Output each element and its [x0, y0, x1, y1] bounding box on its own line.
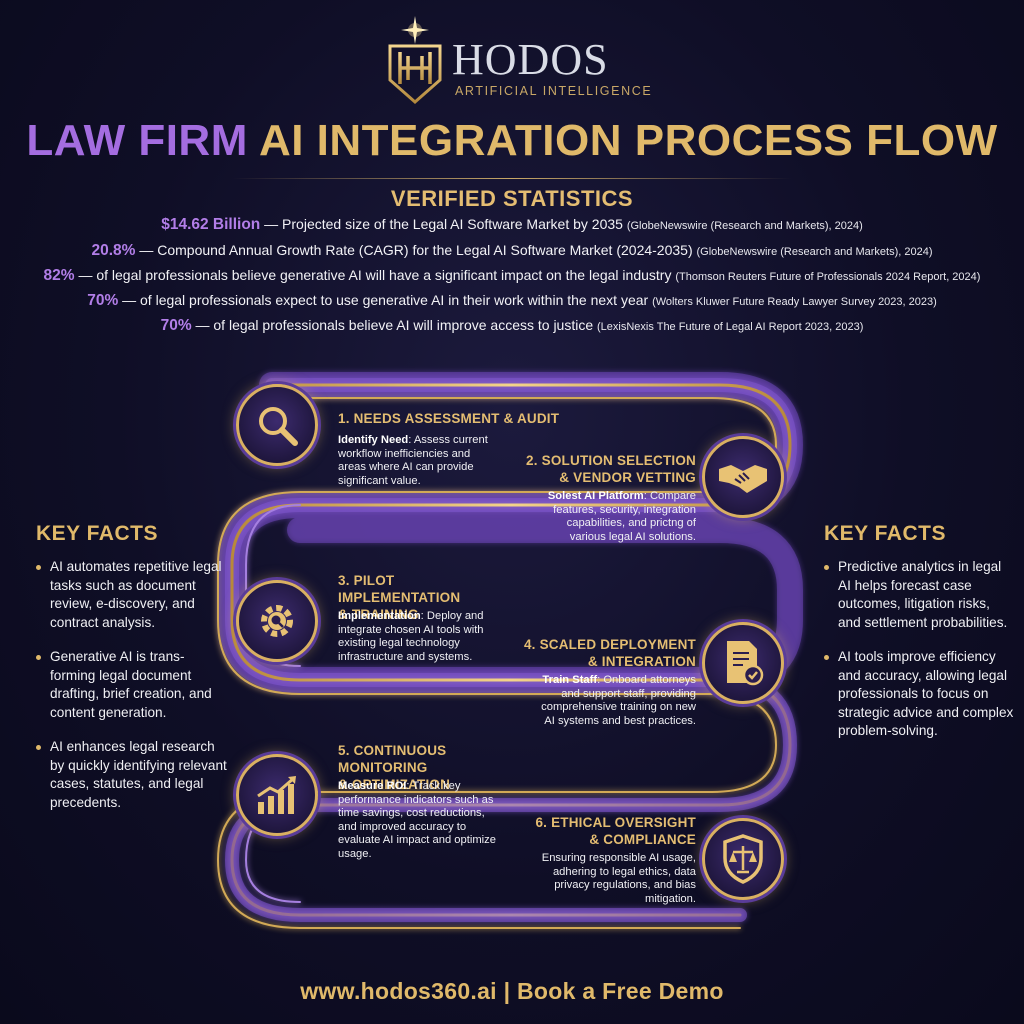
step-6-title-line-2: & COMPLIANCE: [589, 832, 696, 847]
step-1-text: : Assess current workflow inefficiencies…: [338, 434, 488, 487]
step-4-title: 4. SCALED DEPLOYMENT & INTEGRATION: [500, 636, 696, 670]
footer-cta[interactable]: www.hodos360.ai | Book a Free Demo: [300, 978, 724, 1004]
list-item: AI tools improve efficiency and accuracy…: [824, 648, 1016, 741]
step-2-title: 2. SOLUTION SELECTION & VENDOR VETTING: [500, 452, 696, 486]
stat-line: 82% — of legal professionals believe gen…: [0, 267, 1024, 285]
step-4-icon-circle: [702, 622, 784, 704]
brand-name: HODOS: [452, 35, 609, 84]
stat-source: (GlobeNewswire (Research and Markets), 2…: [696, 246, 933, 258]
list-item: Generative AI is trans-forming legal doc…: [36, 648, 228, 722]
key-facts-right-title: KEY FACTS: [824, 522, 946, 545]
key-facts-left-title: KEY FACTS: [36, 522, 158, 545]
step-4-title-line-2: & INTEGRATION: [587, 654, 696, 669]
step-2-title-line-1: 2. SOLUTION SELECTION: [526, 453, 696, 468]
title-part-1: LAW FIRM: [26, 116, 248, 165]
step-4-body: Train Staff: Onboard attorneys and suppo…: [536, 674, 696, 728]
step-3-title-line-2: & TRAINING: [338, 607, 419, 622]
stat-text: — Projected size of the Legal AI Softwar…: [260, 216, 627, 232]
step-1-body: Identify Need: Assess current workflow i…: [338, 434, 488, 488]
hodos-logo-icon: [388, 16, 442, 104]
stat-source: (GlobeNewswire (Research and Markets), 2…: [626, 220, 863, 232]
step-2-lead: Solest AI Platform: [547, 490, 644, 502]
step-6-title: 6. ETHICAL OVERSIGHT & COMPLIANCE: [500, 814, 696, 848]
handshake-icon: [719, 465, 767, 493]
stat-text: — of legal professionals expect to use g…: [118, 292, 653, 308]
step-3-body: Implementation: Deploy and integrate cho…: [338, 610, 488, 664]
step-5-title-line-2: & OPTIMIZATION: [338, 777, 451, 792]
step-2-icon-circle: [702, 436, 784, 518]
stat-value: 70%: [87, 292, 119, 309]
step-5-body: Measure ROI: Track key performance indic…: [338, 780, 506, 862]
step-6-body: Ensuring responsible AI usage, adhering …: [541, 852, 696, 905]
step-1-icon-circle: [236, 384, 318, 466]
stat-line: 70% — of legal professionals expect to u…: [0, 292, 1024, 310]
key-facts-right-list: Predictive analytics in legal AI helps f…: [824, 558, 1016, 757]
list-item: Predictive analytics in legal AI helps f…: [824, 558, 1016, 632]
magnifier-icon: [259, 407, 298, 446]
step-6-icon-circle: [702, 818, 784, 900]
step-5-icon-circle: [236, 754, 318, 836]
step-3-lead: Implementation: [338, 610, 421, 622]
divider: [232, 178, 792, 179]
list-item: AI enhances legal research by quickly id…: [36, 738, 228, 812]
growth-chart-icon: [257, 776, 296, 814]
stat-text: — of legal professionals believe AI will…: [191, 317, 598, 333]
step-1-title: 1. NEEDS ASSESSMENT & AUDIT: [338, 411, 560, 426]
page-title: LAW FIRM AI INTEGRATION PROCESS FLOW: [0, 116, 1024, 166]
stats-heading: VERIFIED STATISTICS: [390, 186, 634, 211]
stat-source: (LexisNexis The Future of Legal AI Repor…: [597, 321, 864, 333]
document-check-icon: [727, 641, 764, 686]
stat-line: 20.8% — Compound Annual Growth Rate (CAG…: [0, 242, 1024, 260]
step-3-title-line-1: 3. PILOT IMPLEMENTATION: [338, 573, 461, 605]
stat-value: 70%: [160, 317, 192, 334]
step-4-lead: Train Staff: [542, 674, 598, 686]
stat-value: 20.8%: [91, 242, 136, 259]
shield-scales-icon: [723, 834, 763, 884]
step-3-text: : Deploy and integrate chosen AI tools w…: [338, 610, 484, 663]
stat-source: (Thomson Reuters Future of Professionals…: [675, 271, 981, 283]
gear-magnifier-icon: [261, 605, 293, 637]
stat-line: $14.62 Billion — Projected size of the L…: [0, 216, 1024, 234]
step-2-title-line-2: & VENDOR VETTING: [559, 470, 696, 485]
step-5-text: : Track key performance indicators such …: [338, 780, 496, 860]
stat-text: — Compound Annual Growth Rate (CAGR) for…: [135, 242, 697, 258]
step-4-title-line-1: 4. SCALED DEPLOYMENT: [523, 637, 696, 652]
stat-source: (Wolters Kluwer Future Ready Lawyer Surv…: [652, 296, 937, 308]
stat-value: 82%: [43, 267, 75, 284]
step-5-title-line-1: 5. CONTINUOUS MONITORING: [338, 743, 447, 775]
title-part-2: AI INTEGRATION PROCESS FLOW: [258, 116, 998, 165]
brand-tagline: ARTIFICIAL INTELLIGENCE: [455, 84, 653, 98]
step-2-body: Solest AI Platform: Compare features, se…: [546, 490, 696, 544]
key-facts-left-list: AI automates repetitive legal tasks such…: [36, 558, 228, 828]
step-6-title-line-1: 6. ETHICAL OVERSIGHT: [535, 815, 696, 830]
stat-text: — of legal professionals believe generat…: [74, 267, 676, 283]
step-3-icon-circle: [236, 580, 318, 662]
step-3-title: 3. PILOT IMPLEMENTATION & TRAINING: [338, 572, 518, 623]
stat-value: $14.62 Billion: [161, 216, 261, 233]
step-5-title: 5. CONTINUOUS MONITORING & OPTIMIZATION: [338, 742, 528, 793]
step-1-lead: Identify Need: [338, 434, 409, 446]
list-item: AI automates repetitive legal tasks such…: [36, 558, 228, 632]
stat-line: 70% — of legal professionals believe AI …: [0, 317, 1024, 335]
step-2-text: : Compare features, security, integratio…: [553, 490, 696, 543]
step-5-lead: Measure ROI: [338, 780, 407, 792]
step-4-text: : Onboard attorneys and support staff, p…: [541, 674, 696, 727]
